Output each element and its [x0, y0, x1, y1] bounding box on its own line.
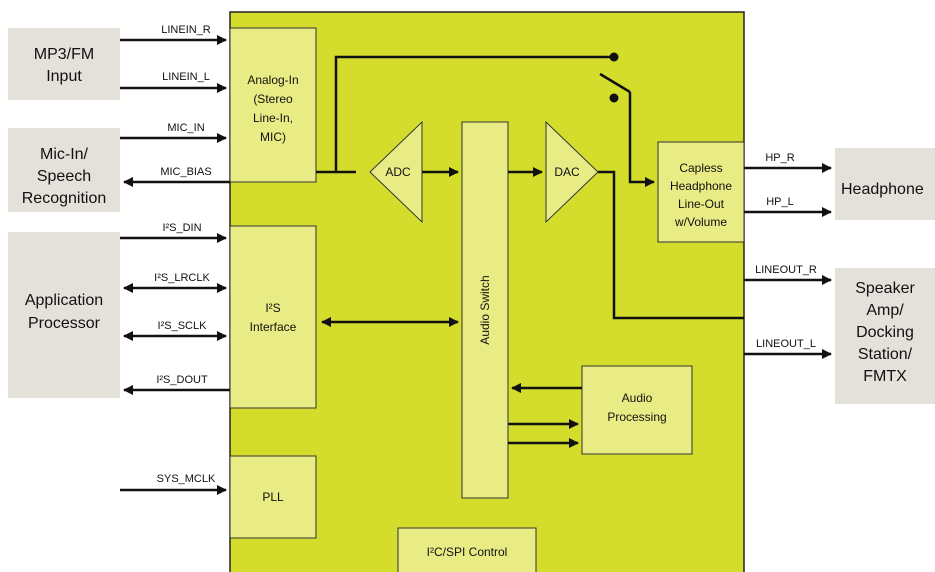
i2s-sclk-wire: I²S_SCLK — [123, 320, 227, 341]
svg-text:I²S_DIN: I²S_DIN — [162, 222, 201, 234]
i2s-din-wire: I²S_DIN — [120, 222, 227, 243]
svg-text:LINEOUT_L: LINEOUT_L — [756, 338, 816, 350]
svg-text:LINEIN_R: LINEIN_R — [161, 24, 211, 36]
control-block: I²C/SPI Control — [397, 527, 537, 572]
svg-text:MIC_BIAS: MIC_BIAS — [160, 166, 211, 178]
svg-text:Audio Switch: Audio Switch — [478, 275, 492, 344]
switch-contact-bottom — [609, 93, 619, 103]
svg-text:ADC: ADC — [385, 165, 411, 179]
i2s-lrclk-wire: I²S_LRCLK — [123, 272, 227, 293]
hp-l-wire: HP_L — [744, 196, 832, 217]
svg-text:PLL: PLL — [262, 490, 284, 504]
svg-text:Headphone: Headphone — [841, 181, 924, 198]
svg-text:I²S_SCLK: I²S_SCLK — [158, 320, 208, 332]
linein-r-wire: LINEIN_R — [120, 24, 227, 45]
svg-text:SYS_MCLK: SYS_MCLK — [157, 473, 216, 485]
headphone-box: Headphone — [835, 148, 935, 220]
svg-text:LINEIN_L: LINEIN_L — [162, 71, 210, 83]
hp-r-wire: HP_R — [744, 152, 832, 173]
svg-text:I²S_LRCLK: I²S_LRCLK — [154, 272, 210, 284]
analog-path-wires — [316, 52, 744, 448]
mic-bias-wire: MIC_BIAS — [123, 166, 230, 187]
svg-text:I²S_DOUT: I²S_DOUT — [156, 374, 208, 386]
lineout-l-wire: LINEOUT_L — [744, 338, 832, 359]
i2s-dout-wire: I²S_DOUT — [123, 374, 230, 395]
analog-bypass-switch — [599, 72, 631, 94]
switch-contact-top — [609, 52, 619, 62]
mic-in-wire: MIC_IN — [120, 122, 227, 143]
sys-mclk-wire: SYS_MCLK — [120, 473, 227, 495]
linein-l-wire: LINEIN_L — [120, 71, 227, 93]
svg-text:I²C/SPI Control: I²C/SPI Control — [427, 545, 508, 559]
svg-text:DAC: DAC — [554, 165, 580, 179]
svg-text:MIC_IN: MIC_IN — [167, 122, 204, 134]
pll-block: PLL — [229, 455, 317, 539]
svg-text:HP_R: HP_R — [765, 152, 794, 164]
dac-triangle: DAC — [545, 120, 599, 224]
lineout-r-wire: LINEOUT_R — [744, 264, 832, 285]
svg-text:HP_L: HP_L — [766, 196, 794, 208]
svg-text:LINEOUT_R: LINEOUT_R — [755, 264, 817, 276]
audio-switch-block: Audio Switch — [461, 121, 509, 499]
